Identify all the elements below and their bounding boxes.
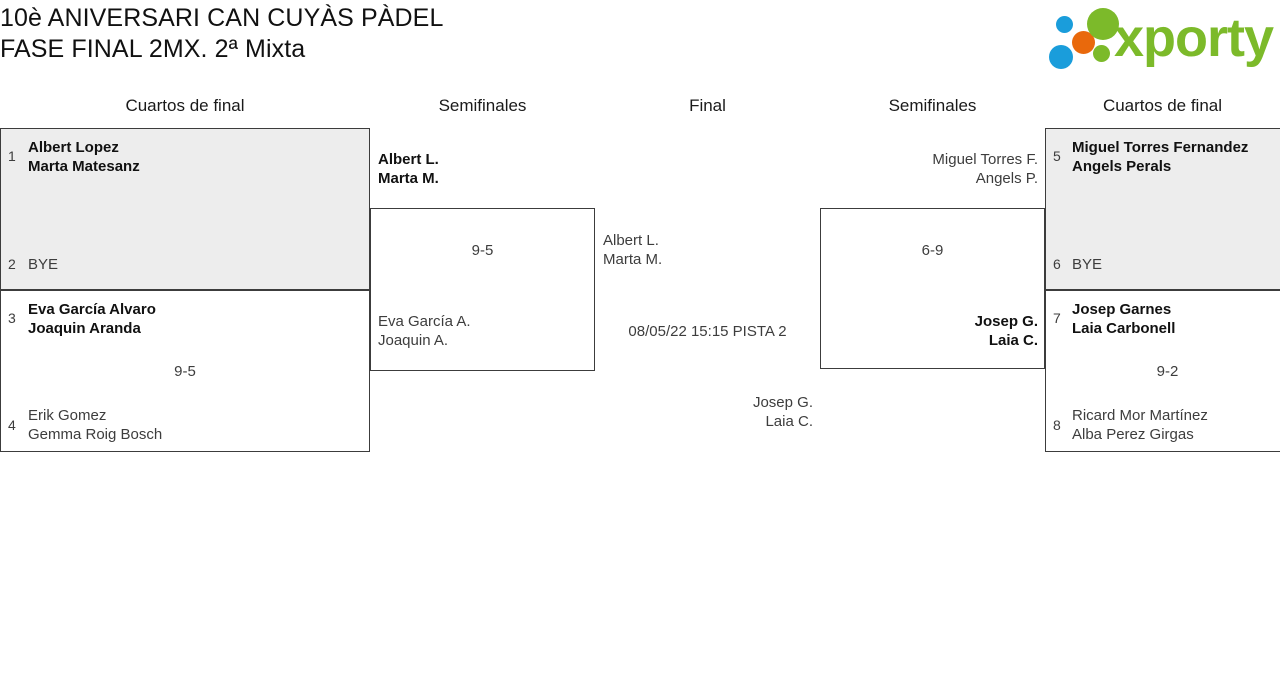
team-qf2-top: Eva García Alvaro Joaquin Aranda bbox=[28, 300, 156, 338]
team-qf1-right-top: Miguel Torres Fernandez Angels Perals bbox=[1072, 138, 1248, 176]
score-semifinal-right: 6-9 bbox=[921, 242, 944, 259]
team-qf2-bottom-line1: Erik Gomez bbox=[28, 407, 107, 424]
logo-dot-green-small bbox=[1093, 45, 1110, 62]
match-box-semifinal-left[interactable] bbox=[370, 208, 595, 371]
team-sf-right-bottom: Josep G. Laia C. bbox=[975, 312, 1038, 350]
team-qf2-right-bottom: Ricard Mor Martínez Alba Perez Girgas bbox=[1072, 406, 1208, 444]
seed-number-8: 8 bbox=[1053, 417, 1061, 433]
team-qf1-top-line2: Marta Matesanz bbox=[28, 158, 140, 175]
team-qf1-right-bottom-line1: BYE bbox=[1072, 256, 1103, 273]
team-sf-right-bottom-line2: Laia C. bbox=[988, 332, 1038, 349]
team-final-left-line1: Albert L. bbox=[603, 232, 659, 249]
team-final-right-line1: Josep G. bbox=[752, 394, 813, 411]
tournament-title-line2: FASE FINAL 2MX. 2ª Mixta bbox=[0, 35, 306, 63]
round-header-semifinals-left: Semifinales bbox=[438, 96, 527, 115]
logo-dot-orange bbox=[1072, 31, 1095, 54]
team-sf-left-bottom-line2: Joaquin A. bbox=[378, 332, 449, 349]
team-qf2-bottom-line2: Gemma Roig Bosch bbox=[28, 426, 163, 443]
team-qf1-bottom-line1: BYE bbox=[28, 256, 59, 273]
round-header-final: Final bbox=[689, 96, 726, 115]
team-qf2-top-line2: Joaquin Aranda bbox=[28, 320, 141, 337]
match-box-semifinal-right[interactable] bbox=[820, 208, 1045, 369]
page-header: 10è ANIVERSARI CAN CUYÀS PÀDEL FASE FINA… bbox=[0, 0, 1280, 90]
team-qf2-right-top-line1: Josep Garnes bbox=[1072, 301, 1172, 318]
final-match-info: 08/05/22 15:15 PISTA 2 bbox=[628, 323, 787, 340]
logo-wordmark: xporty bbox=[1114, 8, 1274, 68]
xporty-logo: xporty bbox=[1048, 6, 1280, 69]
round-header-quarterfinals-left: Cuartos de final bbox=[125, 96, 245, 115]
team-sf-left-bottom: Eva García A. Joaquin A. bbox=[378, 312, 471, 350]
team-sf-left-top: Albert L. Marta M. bbox=[378, 150, 439, 188]
team-qf2-right-top-line2: Laia Carbonell bbox=[1072, 320, 1176, 337]
team-sf-left-bottom-line1: Eva García A. bbox=[378, 313, 471, 330]
tournament-title-block: 10è ANIVERSARI CAN CUYÀS PÀDEL FASE FINA… bbox=[0, 0, 900, 65]
round-header-quarterfinals-right: Cuartos de final bbox=[1102, 96, 1223, 115]
seed-number-1: 1 bbox=[8, 148, 16, 164]
seed-number-4: 4 bbox=[8, 417, 16, 433]
seed-number-5: 5 bbox=[1053, 148, 1061, 164]
match-box-qf1-left[interactable] bbox=[0, 128, 370, 290]
team-sf-right-bottom-line1: Josep G. bbox=[974, 313, 1038, 330]
team-qf1-top-line1: Albert Lopez bbox=[28, 139, 119, 156]
team-qf1-top: Albert Lopez Marta Matesanz bbox=[28, 138, 140, 176]
logo-dot-blue-bottom bbox=[1049, 45, 1073, 69]
team-final-right-line2: Laia C. bbox=[765, 413, 813, 430]
logo-dots-icon bbox=[1048, 6, 1126, 69]
team-final-left: Albert L. Marta M. bbox=[603, 231, 662, 269]
team-qf2-top-line1: Eva García Alvaro bbox=[28, 301, 156, 318]
team-sf-right-top: Miguel Torres F. Angels P. bbox=[932, 150, 1038, 188]
team-sf-right-top-line2: Angels P. bbox=[975, 170, 1038, 187]
seed-number-3: 3 bbox=[8, 310, 16, 326]
logo-dot-blue-top bbox=[1056, 16, 1073, 33]
team-qf2-right-top: Josep Garnes Laia Carbonell bbox=[1072, 300, 1175, 338]
team-qf1-right-bottom: BYE bbox=[1072, 255, 1102, 274]
team-sf-left-top-line2: Marta M. bbox=[378, 170, 439, 187]
seed-number-7: 7 bbox=[1053, 310, 1061, 326]
seed-number-2: 2 bbox=[8, 256, 16, 272]
team-final-left-line2: Marta M. bbox=[603, 251, 663, 268]
match-box-qf2-left[interactable] bbox=[0, 290, 370, 452]
logo-dot-green-large bbox=[1087, 8, 1119, 40]
match-box-qf1-right[interactable] bbox=[1045, 128, 1280, 290]
tournament-title-line1: 10è ANIVERSARI CAN CUYÀS PÀDEL bbox=[0, 4, 444, 32]
score-qf2-right: 9-2 bbox=[1156, 363, 1179, 380]
team-qf2-bottom: Erik Gomez Gemma Roig Bosch bbox=[28, 406, 162, 444]
team-final-right: Josep G. Laia C. bbox=[753, 393, 813, 431]
team-qf1-bottom: BYE bbox=[28, 255, 58, 274]
score-qf2-left: 9-5 bbox=[174, 363, 196, 380]
round-header-semifinals-right: Semifinales bbox=[888, 96, 977, 115]
team-sf-left-top-line1: Albert L. bbox=[378, 151, 439, 168]
team-sf-right-top-line1: Miguel Torres F. bbox=[932, 151, 1038, 168]
team-qf1-right-top-line1: Miguel Torres Fernandez bbox=[1072, 139, 1249, 156]
seed-number-6: 6 bbox=[1053, 256, 1061, 272]
score-semifinal-left: 9-5 bbox=[471, 242, 494, 259]
team-qf1-right-top-line2: Angels Perals bbox=[1072, 158, 1172, 175]
match-box-qf2-right[interactable] bbox=[1045, 290, 1280, 452]
team-qf2-right-bottom-line2: Alba Perez Girgas bbox=[1072, 426, 1194, 443]
team-qf2-right-bottom-line1: Ricard Mor Martínez bbox=[1072, 407, 1208, 424]
